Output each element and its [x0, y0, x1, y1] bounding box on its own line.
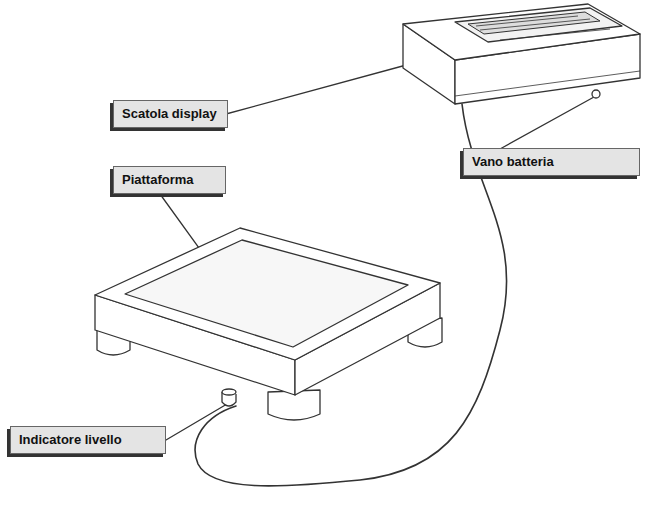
part-label: Piattaforma: [113, 166, 226, 194]
part-label: Indicatore livello: [10, 426, 166, 454]
platform: [95, 228, 442, 420]
leader-line: [166, 404, 227, 440]
display-housing: [403, 4, 640, 104]
battery-compartment: [592, 90, 600, 98]
part-label: Scatola display: [113, 100, 228, 128]
leader-line: [226, 64, 410, 114]
leader-line: [500, 97, 594, 149]
part-label: Vano batteria: [463, 148, 640, 176]
